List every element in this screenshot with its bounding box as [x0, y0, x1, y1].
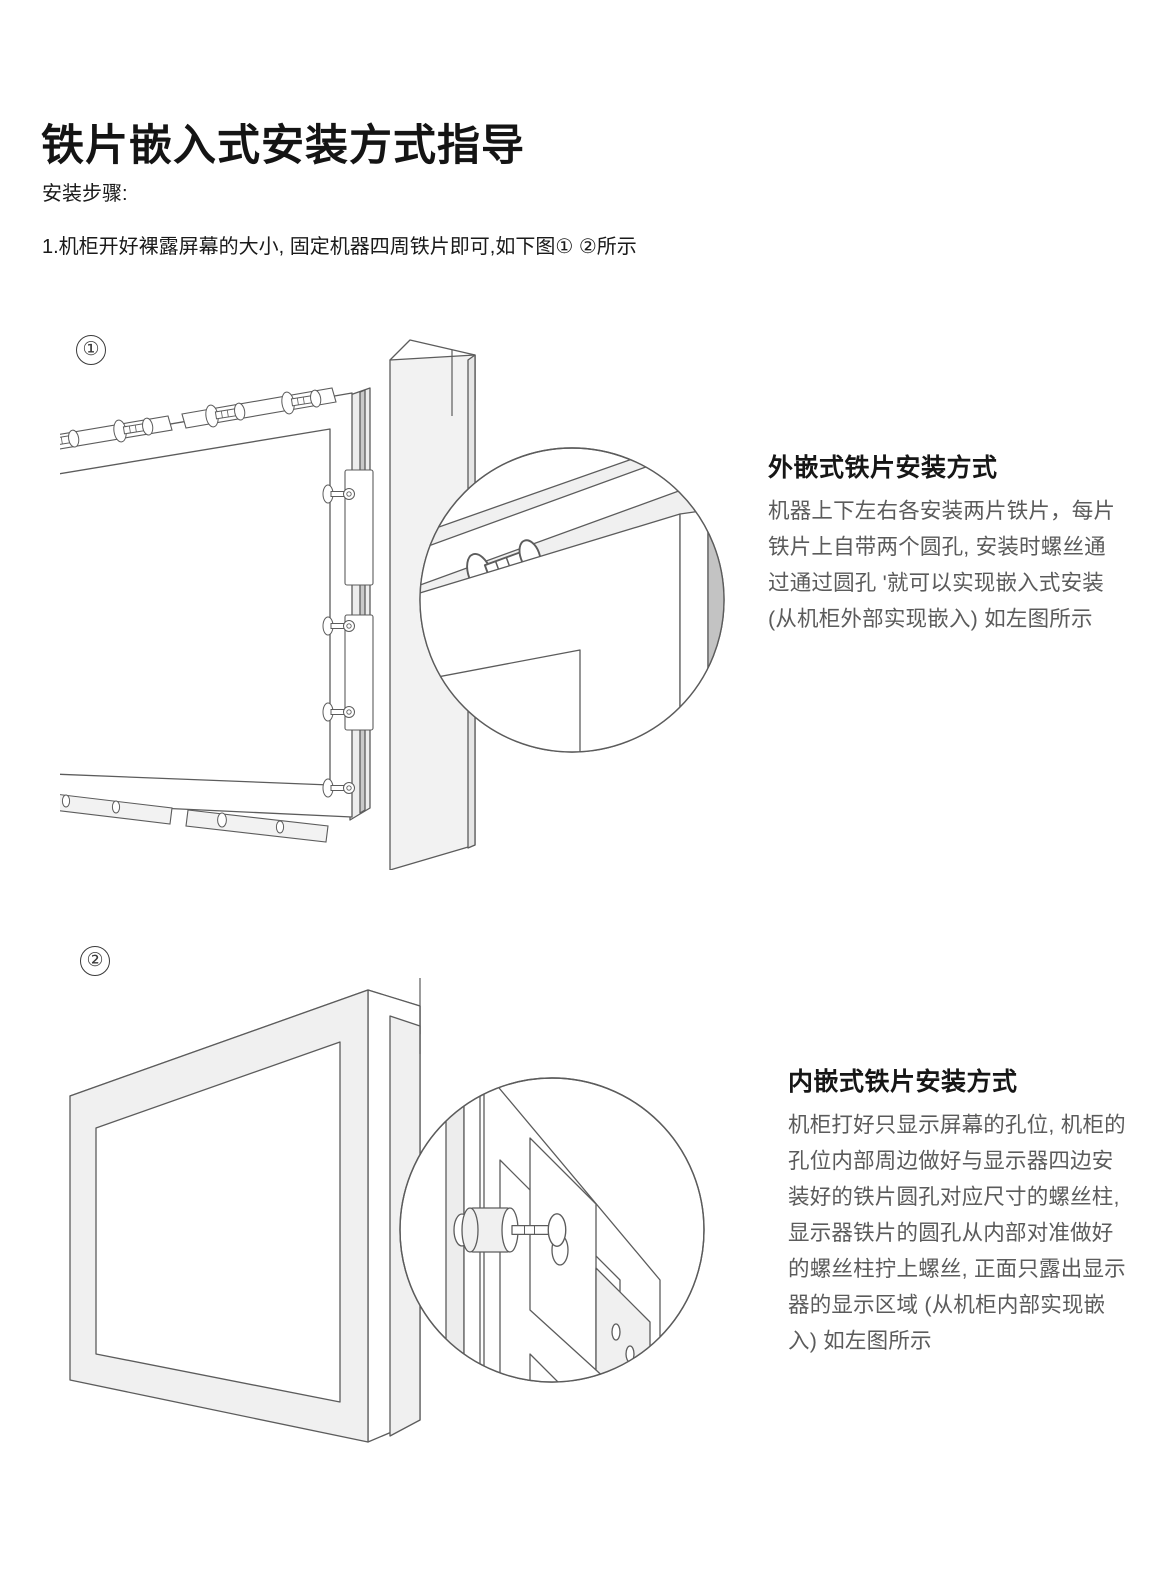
page-title: 铁片嵌入式安装方式指导	[41, 121, 525, 170]
circled-one-marker: ①	[76, 335, 106, 365]
bottom-bracket-holes	[61, 794, 285, 834]
external-mount-heading: 外嵌式铁片安装方式	[768, 454, 998, 482]
external-mount-caption: 外嵌式铁片安装方式 机器上下左右各安装两片铁片，每片铁片上自带两个圆孔, 安装时…	[768, 448, 1118, 637]
cabinet-enclosure	[69, 989, 421, 1443]
internal-mount-heading: 内嵌式铁片安装方式	[788, 1068, 1018, 1096]
detail-callout-circle	[399, 1077, 705, 1383]
internal-mount-diagram	[60, 950, 760, 1450]
screw-post	[453, 1207, 519, 1253]
external-mount-body: 机器上下左右各安装两片铁片，每片铁片上自带两个圆孔, 安装时螺丝通过通过圆孔 '…	[768, 499, 1116, 631]
install-steps-label: 安装步骤:	[42, 183, 128, 205]
circled-two-marker: ②	[80, 946, 110, 976]
internal-mount-body: 机柜打好只显示屏幕的孔位, 机柜的孔位内部周边做好与显示器四边安装好的铁片圆孔对…	[788, 1113, 1126, 1353]
external-mount-diagram	[60, 330, 760, 870]
internal-mount-caption: 内嵌式铁片安装方式 机柜打好只显示屏幕的孔位, 机柜的孔位内部周边做好与显示器四…	[788, 1062, 1128, 1359]
monitor-chassis	[60, 387, 371, 821]
install-step-1-text: 1.机柜开好裸露屏幕的大小, 固定机器四周铁片即可,如下图① ②所示	[42, 236, 637, 258]
